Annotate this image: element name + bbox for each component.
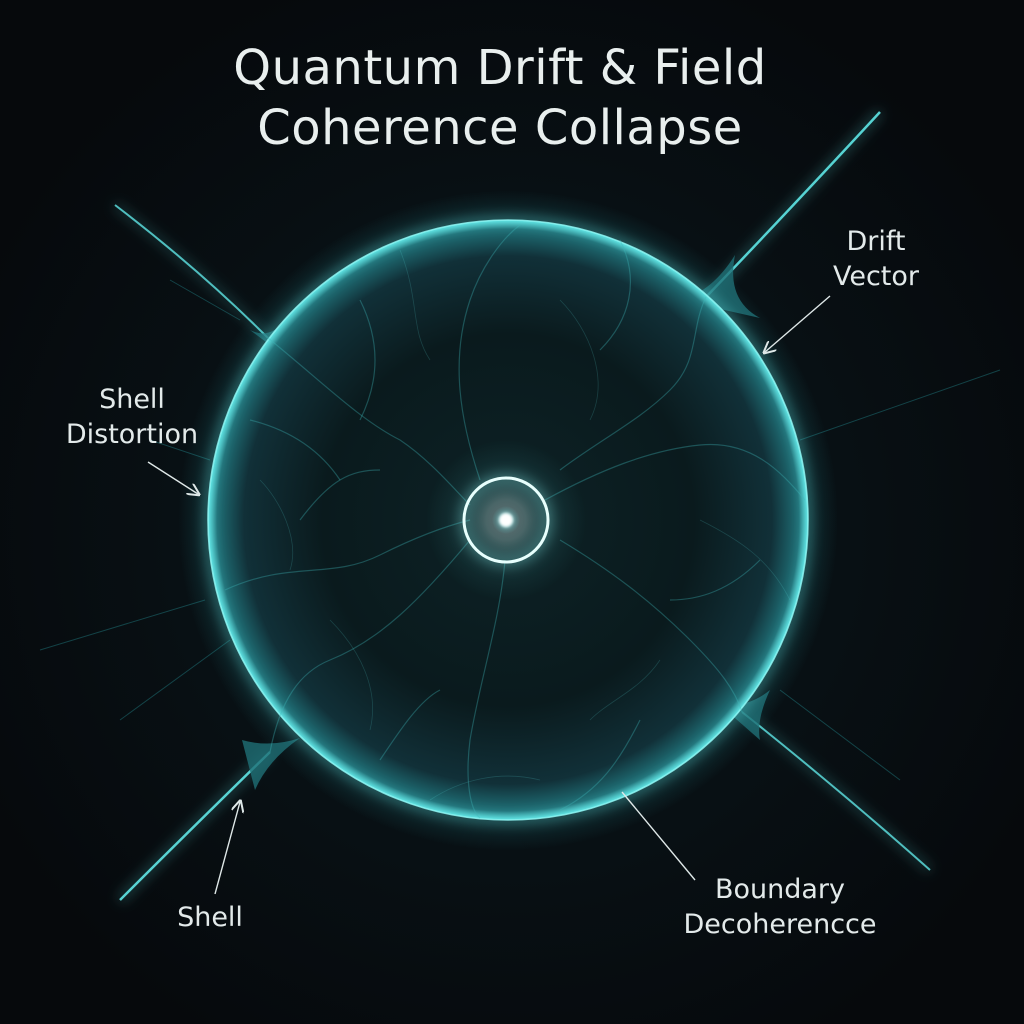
- diagram-title: Quantum Drift & Field Coherence Collapse: [140, 38, 860, 158]
- label-boundary-decoherence-line-1: Boundary: [714, 874, 846, 905]
- label-shell-distortion-line-2: Distortion: [65, 419, 199, 450]
- label-shell-distortion: Shell Distortion: [52, 382, 212, 452]
- core-bright-dot: [499, 513, 513, 527]
- label-boundary-decoherence: Boundary Decoherencce: [640, 872, 920, 942]
- label-drift-vector-line-1: Drift: [846, 226, 906, 257]
- title-line-2: Coherence Collapse: [257, 100, 743, 156]
- drift-vector-arrow-icon: [765, 295, 831, 352]
- internal-vein-network: [224, 224, 806, 819]
- sphere-edge: [207, 219, 809, 821]
- faint-radiating-rays: [39, 279, 1001, 781]
- annotation-arrows: [147, 295, 831, 895]
- label-shell: Shell: [150, 900, 270, 935]
- label-drift-vector: Drift Vector: [806, 224, 946, 294]
- core-ring-icon: [462, 476, 550, 564]
- label-shell-line-1: Shell: [177, 902, 243, 933]
- label-drift-vector-line-2: Vector: [832, 261, 920, 292]
- shell-arrow-icon: [214, 802, 240, 895]
- fine-vein-network: [259, 249, 791, 801]
- label-boundary-decoherence-line-2: Decoherencce: [683, 909, 877, 940]
- shell-distortion-arrow-icon: [147, 461, 198, 494]
- title-line-1: Quantum Drift & Field: [233, 40, 767, 96]
- label-shell-distortion-line-1: Shell: [99, 384, 165, 415]
- boundary-decoherence-leader-line: [621, 791, 696, 881]
